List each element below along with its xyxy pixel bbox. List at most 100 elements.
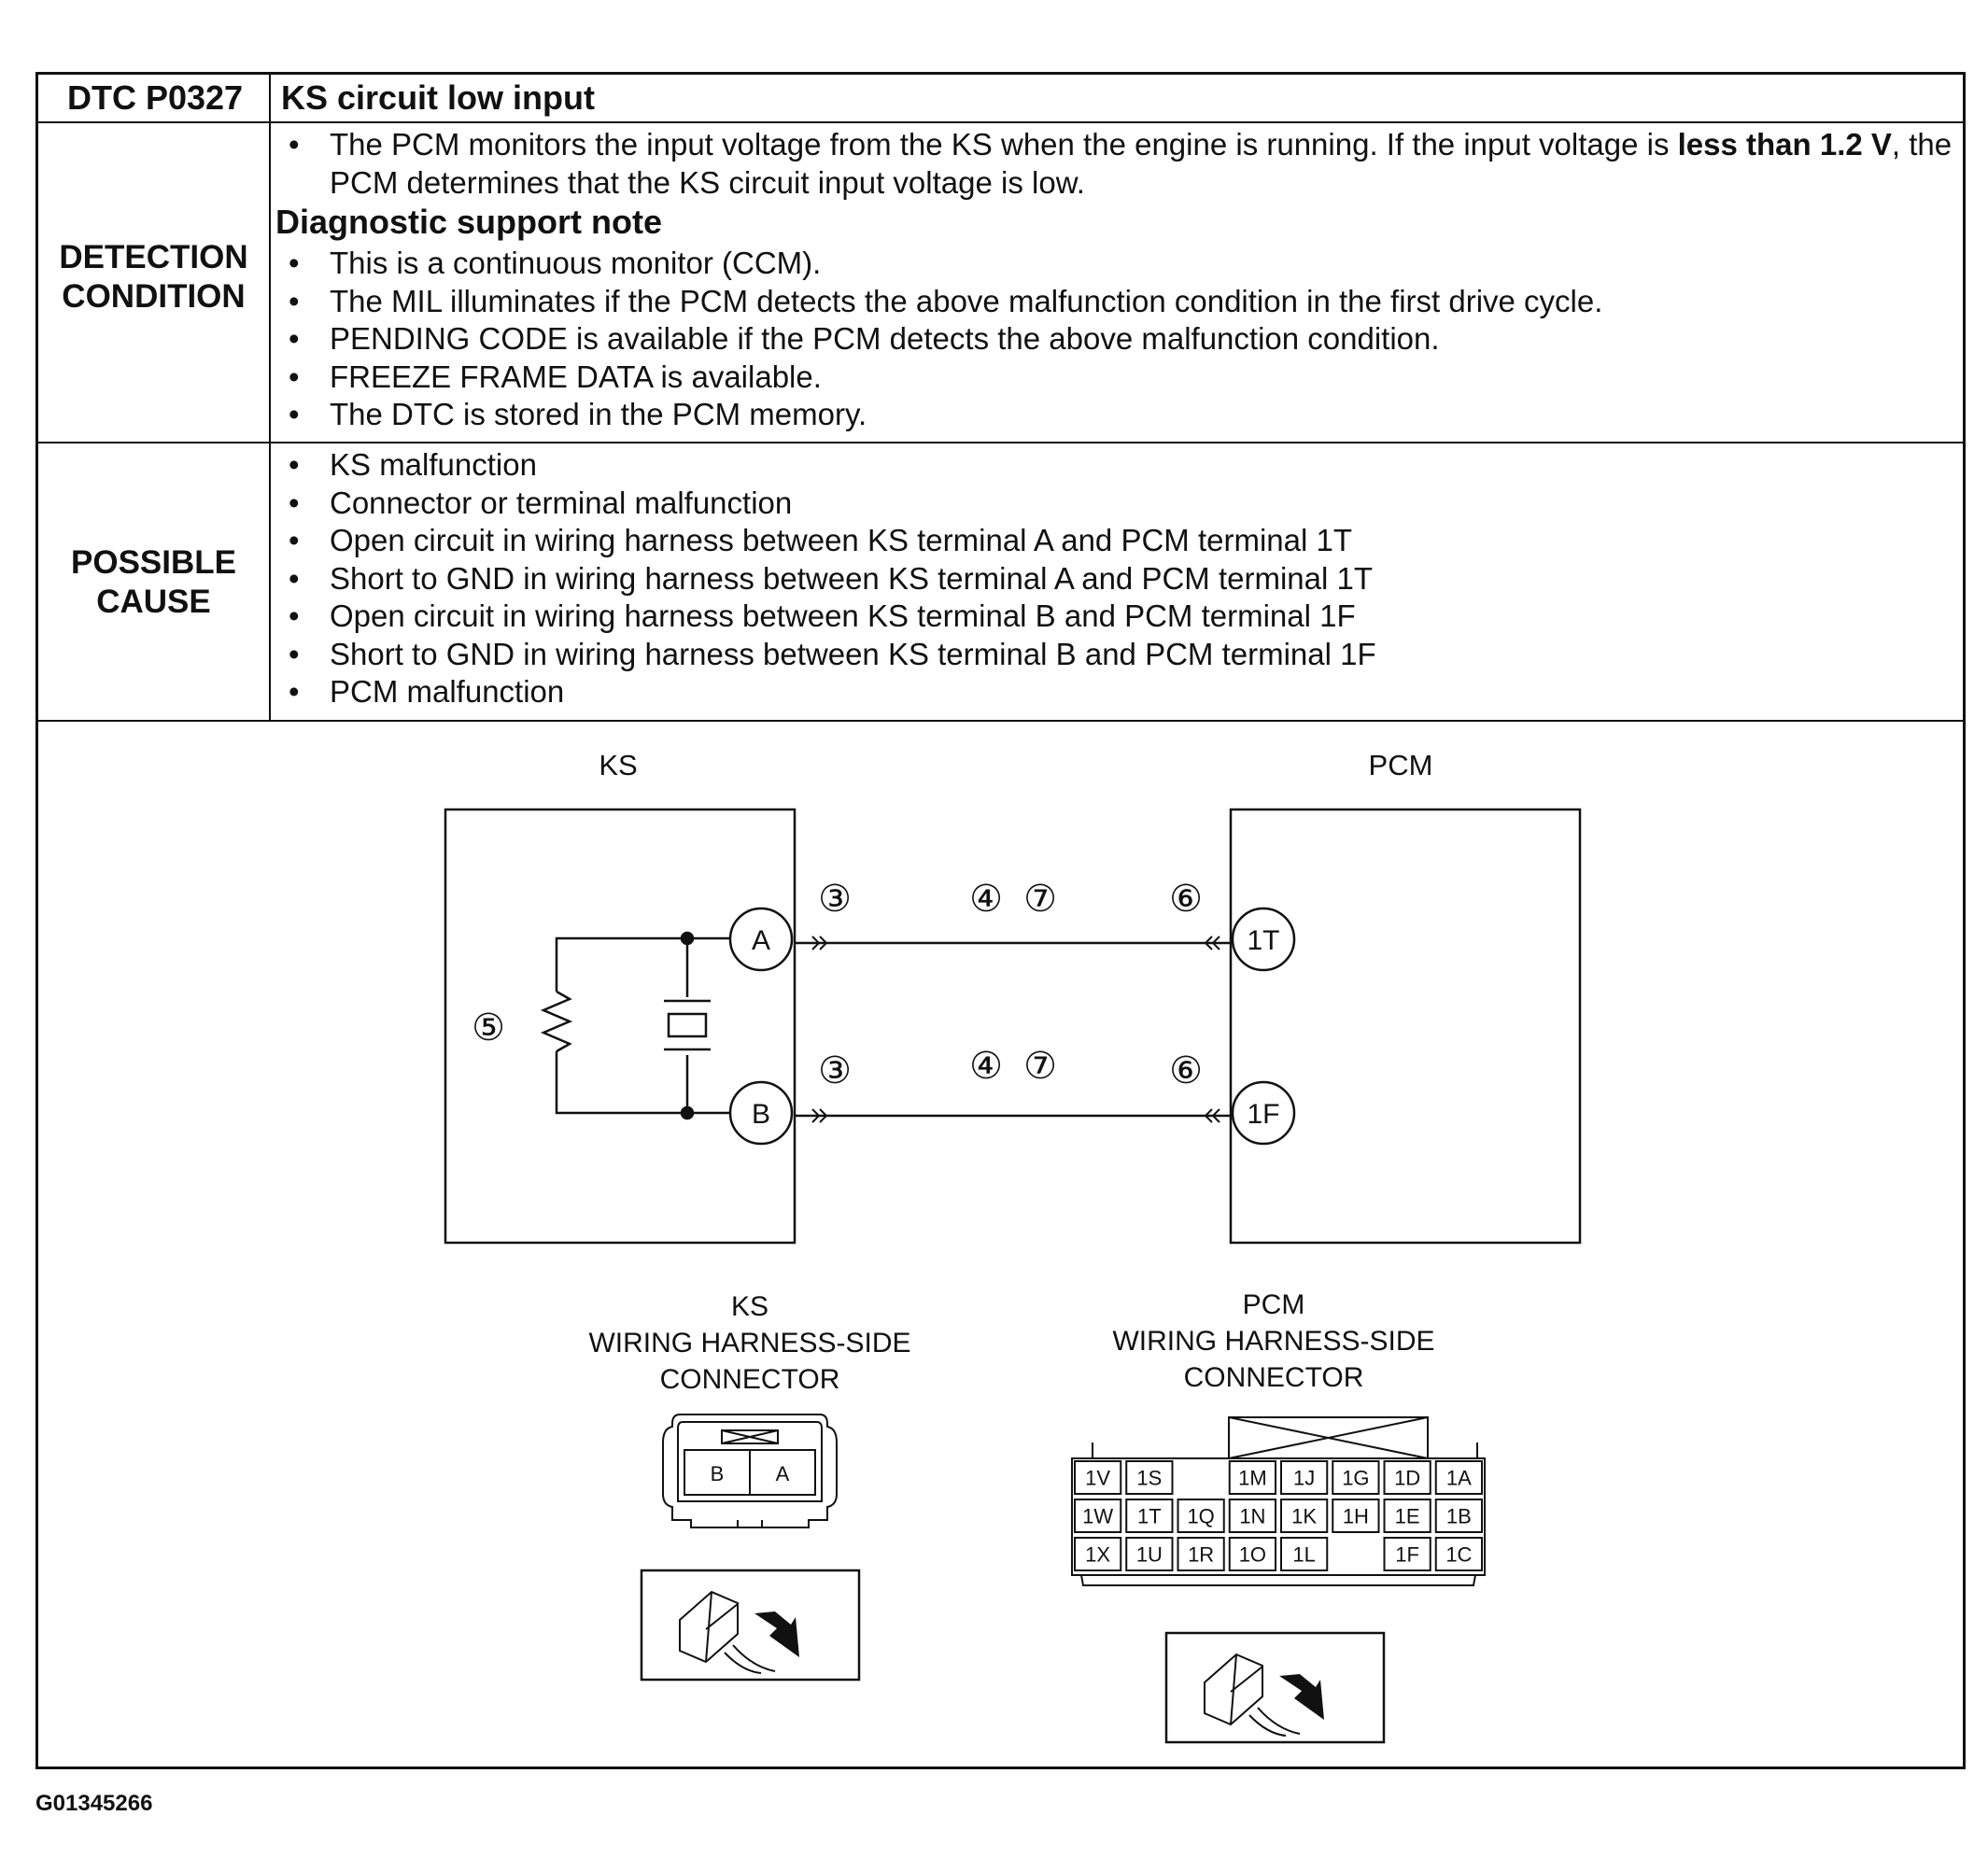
pcm-pin-label: 1W [1082, 1505, 1113, 1528]
figure-id: G01345266 [35, 1791, 153, 1816]
pcm-pin-label: 1B [1446, 1505, 1472, 1528]
diagnostic-note-title: Diagnostic support note [275, 203, 662, 241]
column-divider [269, 75, 271, 720]
cause-item: PCM malfunction [275, 673, 1956, 711]
ks-connector-title-1: KS [731, 1291, 768, 1322]
pcm-box [1229, 808, 1582, 1245]
cause-item: Open circuit in wiring harness between K… [275, 598, 1956, 636]
step-ref-pcm-1t: ⑥ [1169, 879, 1203, 920]
pcm-pin-label: 1L [1292, 1543, 1315, 1567]
detection-main-text-post: , the PCM determines that the KS circuit… [330, 127, 1953, 200]
ks-connector-title-3: CONNECTOR [660, 1364, 840, 1395]
cause-label-line2: CAUSE [96, 584, 211, 620]
pcm-pin-label: 1O [1239, 1543, 1266, 1567]
detection-label-line1: DETECTION [59, 239, 248, 275]
arrow-icon [754, 1612, 799, 1657]
row-divider-2 [38, 442, 1963, 443]
pcm-pin-cell [1332, 1460, 1380, 1495]
step-ref-wire-a-2: ⑦ [1023, 879, 1057, 920]
cause-item: Connector or terminal malfunction [275, 485, 1956, 523]
junction-dot-top [680, 931, 695, 946]
piezo-element-icon [664, 999, 711, 1051]
resistor-icon [540, 990, 573, 1053]
ks-terminal-b-label: B [752, 1099, 770, 1130]
step-ref-pcm-1f: ⑥ [1169, 1050, 1203, 1091]
step-ref-wire-b-1: ④ [969, 1046, 1003, 1087]
ks-pin-a: A [776, 1462, 790, 1485]
detection-condition-label: DETECTION CONDITION [38, 238, 269, 317]
detection-main-bullet: The PCM monitors the input voltage from … [275, 126, 1956, 202]
cause-item: Open circuit in wiring harness between K… [275, 522, 1956, 560]
pcm-connector-face [1071, 1416, 1486, 1586]
ks-terminal-b [728, 1080, 794, 1146]
ks-internal-circuit [540, 931, 738, 1120]
pcm-pin-label: 1U [1136, 1543, 1163, 1567]
pcm-connector-title-1: PCM [1243, 1289, 1305, 1320]
row-divider-1 [38, 121, 1963, 123]
pcm-pin-label: 1G [1342, 1467, 1369, 1490]
pcm-connector-title-2: WIRING HARNESS-SIDE [1112, 1326, 1434, 1357]
pcm-pin-cell [1280, 1499, 1329, 1533]
pcm-pin-cell [1383, 1460, 1431, 1495]
ks-connector-face [662, 1414, 838, 1528]
pcm-pin-label: 1S [1136, 1467, 1162, 1490]
pcm-pin-label: 1R [1188, 1543, 1214, 1567]
note-item: FREEZE FRAME DATA is available. [275, 359, 1956, 397]
pcm-pin-cell [1434, 1499, 1483, 1533]
pcm-pin-cell [1434, 1537, 1483, 1571]
pcm-pin-label: 1J [1293, 1467, 1315, 1490]
pcm-pin-label: 1C [1445, 1543, 1472, 1567]
pcm-pin-cell [1383, 1499, 1431, 1533]
pcm-pin-label: 1Q [1187, 1505, 1214, 1528]
arrow-icon [1279, 1674, 1324, 1720]
pcm-pin-cell [1228, 1499, 1276, 1533]
step-ref-wire-b-2: ⑦ [1023, 1046, 1057, 1087]
junction-dot-bottom [680, 1105, 695, 1120]
pcm-terminal-1f [1231, 1080, 1296, 1146]
ks-terminal-a-label: A [752, 925, 770, 956]
possible-cause-label: POSSIBLE CAUSE [38, 543, 269, 622]
detection-label-line2: CONDITION [62, 278, 246, 315]
pcm-pin-label: 1A [1446, 1467, 1472, 1490]
ks-label: KS [599, 749, 637, 781]
note-item: The DTC is stored in the PCM memory. [275, 396, 1956, 434]
pcm-pin-cell [1125, 1460, 1174, 1495]
pcm-connector-title-3: CONNECTOR [1184, 1362, 1364, 1393]
pcm-terminal-1f-label: 1F [1247, 1099, 1279, 1130]
ks-terminal-a [728, 907, 794, 972]
pcm-pin-cell [1074, 1537, 1122, 1571]
pcm-view-direction-icon [1164, 1631, 1386, 1744]
pcm-pin-label: 1N [1239, 1505, 1265, 1528]
note-item: This is a continuous monitor (CCM). [275, 245, 1956, 283]
note-item: The MIL illuminates if the PCM detects t… [275, 283, 1956, 321]
cause-item: Short to GND in wiring harness between K… [275, 560, 1956, 598]
connector-chevrons [811, 936, 1220, 1123]
pcm-pin-cell [1332, 1499, 1380, 1533]
dtc-code: DTC P0327 [66, 78, 244, 117]
cause-label-line1: POSSIBLE [71, 544, 236, 581]
step-ref-ks-b: ③ [818, 1050, 852, 1091]
pcm-pin-label: 1K [1291, 1505, 1317, 1528]
pcm-pin-label: 1M [1238, 1467, 1267, 1490]
pcm-pin-cell [1125, 1499, 1174, 1533]
pcm-pin-label: 1F [1395, 1543, 1419, 1567]
step-ref-sensor: ⑤ [472, 1007, 505, 1049]
pcm-terminal-1t [1231, 907, 1296, 972]
detection-main-text-pre: The PCM monitors the input voltage from … [330, 127, 1678, 162]
pcm-pin-cell [1177, 1499, 1225, 1533]
pcm-pin-label: 1V [1085, 1467, 1110, 1490]
pcm-pin-cell [1434, 1460, 1483, 1495]
pcm-pin-label: 1T [1137, 1505, 1162, 1528]
ks-view-direction-icon [640, 1569, 861, 1682]
pcm-terminal-1t-label: 1T [1247, 925, 1279, 956]
pcm-pin-cell [1228, 1460, 1276, 1495]
cause-item: KS malfunction [275, 446, 1956, 485]
note-item: PENDING CODE is available if the PCM det… [275, 320, 1956, 359]
pcm-pin-cell [1383, 1537, 1431, 1571]
dtc-title: KS circuit low input [281, 78, 596, 117]
pcm-pin-cell [1125, 1537, 1174, 1571]
cause-item: Short to GND in wiring harness between K… [275, 636, 1956, 674]
pcm-pin-label: 1D [1394, 1467, 1420, 1490]
ks-pin-b: B [711, 1462, 725, 1485]
